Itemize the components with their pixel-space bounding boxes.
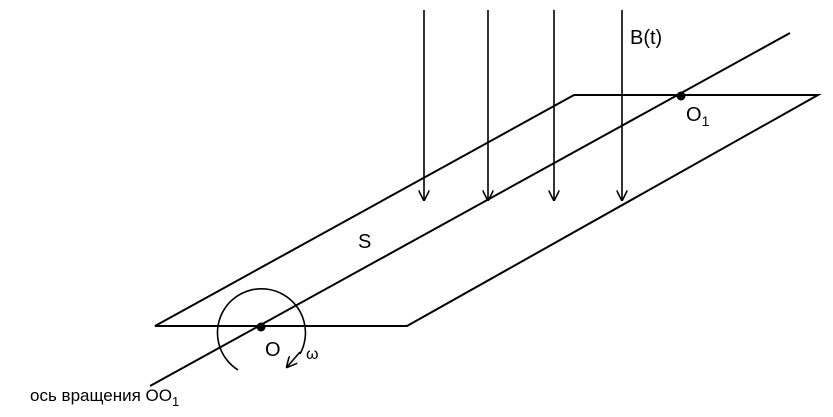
frame-parallelogram (154, 94, 822, 327)
axis-caption: ось вращения OO1 (30, 386, 179, 409)
axis-caption-subscript: 1 (172, 394, 179, 409)
rotation-arc (216, 287, 307, 371)
omega-label: ω (306, 346, 319, 363)
axis-caption-main: ось вращения OO (30, 386, 172, 405)
point-o-label: O (265, 339, 281, 361)
field-label: B(t) (630, 27, 662, 49)
area-label: S (358, 231, 371, 253)
omega-arrow (287, 351, 301, 367)
point-o1-label: O1 (686, 104, 710, 129)
point-o-dot (256, 322, 266, 332)
point-o1-subscript: 1 (702, 113, 710, 129)
rotation-axis-line (149, 32, 791, 387)
point-o1-letter: O (686, 104, 702, 126)
point-o1-dot (676, 91, 686, 101)
